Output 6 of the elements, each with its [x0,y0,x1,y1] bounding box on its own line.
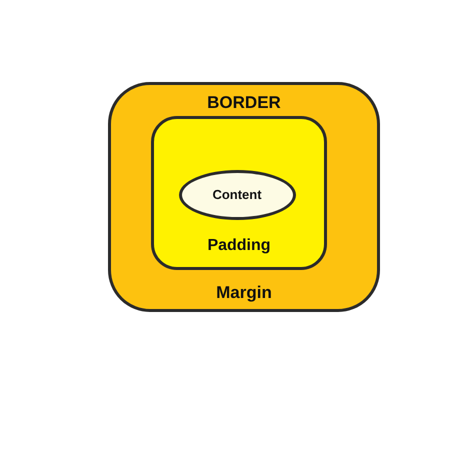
box-label: Padding [207,237,271,255]
box-label: Margin [216,283,272,303]
box-label: Content [212,187,262,202]
outer-rounded-box [108,82,380,312]
inner-rounded-box [151,116,327,270]
box-label: BORDER [207,93,281,113]
